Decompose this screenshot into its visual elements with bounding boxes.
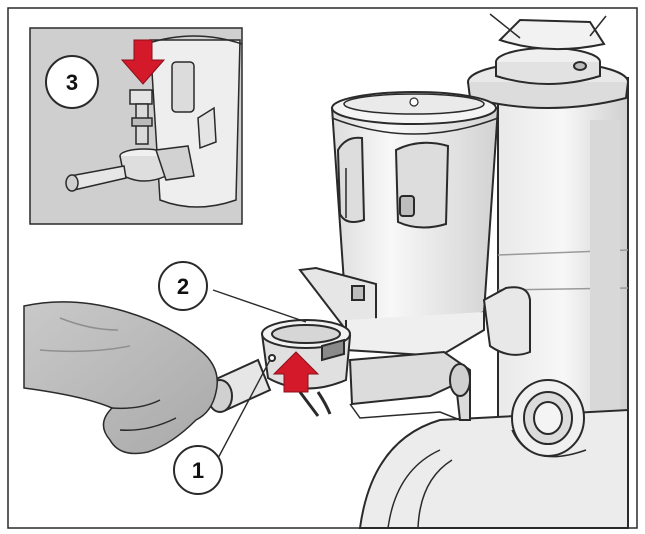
- leader-line-2: [212, 289, 307, 323]
- doser-lever: [399, 195, 415, 217]
- side-lever: [482, 286, 531, 356]
- inset-panel: [29, 27, 243, 225]
- spout-block: [298, 266, 377, 332]
- callout-3: 3: [45, 55, 99, 109]
- hand: [23, 301, 218, 455]
- callout-circle-3: [45, 55, 99, 109]
- hand-shape: [23, 301, 218, 455]
- callout-2: 2: [158, 261, 208, 311]
- callout-1: 1: [173, 445, 223, 495]
- right-hopper-top: [498, 18, 606, 51]
- up-arrow-icon: [272, 351, 320, 393]
- callout-circle-2: [158, 261, 208, 311]
- callout-label-1: 1: [192, 458, 204, 483]
- callout-label-3: 3: [66, 70, 78, 95]
- doser-window-left: [336, 136, 366, 223]
- leader-line-1: [215, 359, 271, 463]
- callout-circle-1: [173, 445, 223, 495]
- grinder-machine: [298, 13, 629, 529]
- down-arrow-icon: [120, 39, 166, 85]
- callout-label-2: 2: [177, 274, 189, 299]
